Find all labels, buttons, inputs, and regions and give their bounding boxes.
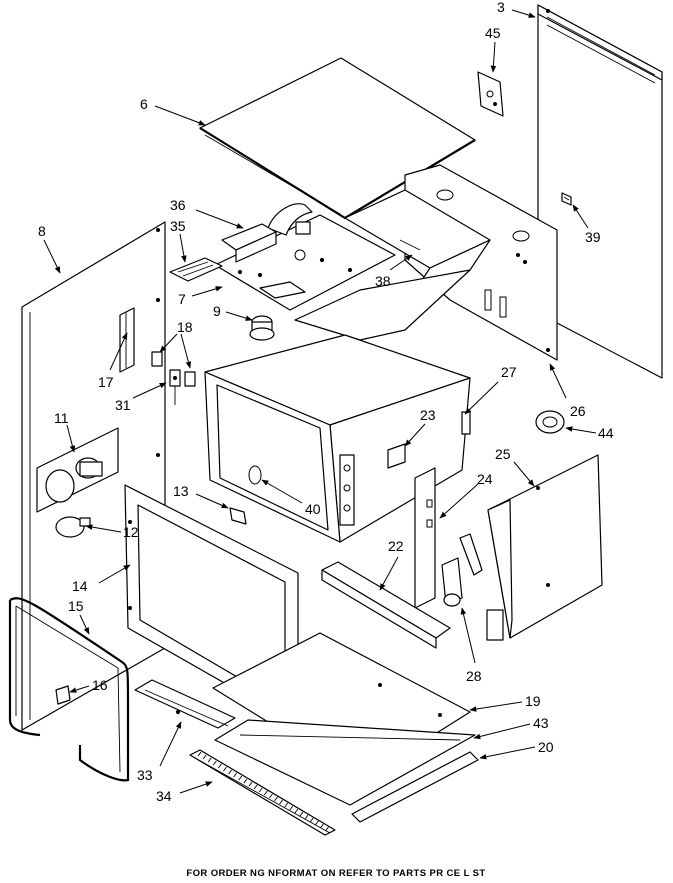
callout-40: 40 xyxy=(305,501,321,517)
vent-slot xyxy=(263,790,268,796)
vent-slot xyxy=(223,766,227,772)
part-bottom-vent xyxy=(189,749,336,836)
vent-slot xyxy=(279,799,283,805)
callout-13: 13 xyxy=(173,483,189,499)
part-hinge xyxy=(441,533,483,607)
vent-slot xyxy=(243,778,248,784)
vent-slot xyxy=(274,796,278,802)
part-bulb xyxy=(55,516,91,538)
callout-33: 33 xyxy=(137,767,153,783)
callout-9: 9 xyxy=(213,303,221,319)
part-clip-16 xyxy=(55,685,71,705)
part-light-assembly xyxy=(36,427,119,513)
callout-20: 20 xyxy=(538,739,554,755)
callout-38: 38 xyxy=(375,273,391,289)
callout-15: 15 xyxy=(68,598,84,614)
callout-labels: 3 45 6 36 35 8 39 38 7 9 18 17 31 27 26 … xyxy=(38,0,614,804)
callout-22: 22 xyxy=(388,538,404,554)
part-vent-grille xyxy=(169,257,223,282)
vent-slot xyxy=(207,757,212,763)
vent-slot xyxy=(218,763,222,769)
callout-11: 11 xyxy=(54,410,69,426)
callout-39: 39 xyxy=(585,229,601,245)
callout-16: 16 xyxy=(92,677,108,693)
callout-8: 8 xyxy=(38,223,46,239)
vent-slot xyxy=(212,760,217,766)
part-lamp-ring xyxy=(535,410,565,434)
callout-27: 27 xyxy=(501,364,517,380)
callout-17: 17 xyxy=(98,374,114,390)
callout-23: 23 xyxy=(420,407,436,423)
callout-45: 45 xyxy=(485,25,501,41)
callout-7: 7 xyxy=(178,291,186,307)
callout-25: 25 xyxy=(495,446,511,462)
part-rail xyxy=(321,561,451,649)
vent-slot xyxy=(294,808,299,814)
part-rear-panel xyxy=(537,4,663,379)
vent-slot xyxy=(320,823,324,829)
callout-34: 34 xyxy=(156,788,172,804)
part-toe-kick xyxy=(134,679,236,729)
part-clip-39 xyxy=(561,192,572,206)
vent-slot xyxy=(238,775,243,781)
vent-slot xyxy=(284,802,289,808)
callout-44: 44 xyxy=(598,425,614,441)
part-vertical-bracket xyxy=(414,467,436,609)
callout-43: 43 xyxy=(533,715,549,731)
part-vent-duct xyxy=(221,203,313,263)
vent-slot xyxy=(325,826,329,832)
vent-slot xyxy=(197,751,202,757)
vent-slot xyxy=(253,784,258,790)
vent-slot xyxy=(248,781,253,787)
vent-slot xyxy=(299,811,304,817)
vent-slot xyxy=(304,814,309,820)
part-side-frame-right xyxy=(486,454,603,641)
vent-slot xyxy=(289,805,294,811)
vent-slot xyxy=(202,754,207,760)
part-switches xyxy=(151,351,196,405)
callout-3: 3 xyxy=(497,0,505,15)
callout-24: 24 xyxy=(477,471,493,487)
vent-slot xyxy=(228,769,232,775)
callout-12: 12 xyxy=(123,524,139,540)
callout-28: 28 xyxy=(466,668,482,684)
vent-slot xyxy=(309,817,314,823)
vent-slot xyxy=(314,820,319,826)
vent-slot xyxy=(269,793,273,799)
callout-36: 36 xyxy=(170,197,186,213)
vent-slot xyxy=(258,787,263,793)
callout-19: 19 xyxy=(525,693,541,709)
callout-31: 31 xyxy=(115,397,131,413)
part-strip-20 xyxy=(351,751,479,823)
callout-26: 26 xyxy=(570,403,586,419)
callout-18: 18 xyxy=(177,319,193,335)
callout-6: 6 xyxy=(140,96,148,112)
part-thermostat-bracket xyxy=(119,307,135,373)
callout-35: 35 xyxy=(170,218,186,234)
part-door-gasket xyxy=(8,597,130,782)
leader-lines xyxy=(43,9,597,794)
vent-slot xyxy=(233,772,238,778)
callout-14: 14 xyxy=(72,578,88,594)
part-clip-13 xyxy=(229,507,247,525)
part-bracket-45 xyxy=(477,71,504,117)
footer-note: FOR ORDER NG NFORMAT ON REFER TO PARTS P… xyxy=(186,868,485,879)
part-bracket-23 xyxy=(387,443,406,469)
